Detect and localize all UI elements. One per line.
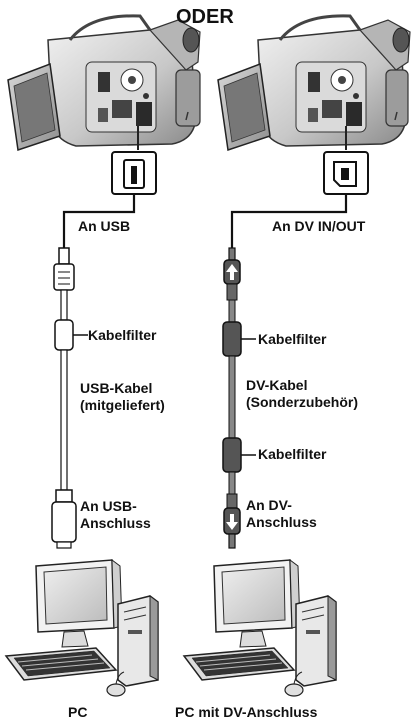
pc-right	[184, 560, 336, 696]
usb-connect-label: An USB	[78, 218, 130, 234]
camcorder-left	[8, 16, 200, 150]
dv-cable	[223, 248, 241, 548]
usb-filter-label: Kabelfilter	[88, 327, 156, 343]
pc-dv-label: PC mit DV-Anschluss	[175, 704, 317, 720]
usb-cable-note: (mitgeliefert)	[80, 397, 165, 413]
dv-filter-top-label: Kabelfilter	[258, 331, 326, 347]
dv-cable-label: DV-Kabel	[246, 377, 307, 393]
usb-port-label-2: Anschluss	[80, 515, 151, 531]
pc-label: PC	[68, 704, 87, 720]
camcorder-right	[218, 16, 410, 150]
usb-cable	[52, 248, 76, 548]
usb-cable-label: USB-Kabel	[80, 380, 152, 396]
dv-port-label-2: Anschluss	[246, 514, 317, 530]
usb-port-label: An USB-	[80, 498, 137, 514]
dv-port-label: An DV-	[246, 497, 292, 513]
title-oder: ODER	[176, 6, 234, 28]
pc-left	[6, 560, 158, 696]
usb-port-callout	[112, 152, 156, 194]
dv-cable-note: (Sonderzubehör)	[246, 394, 358, 410]
dv-connect-label: An DV IN/OUT	[272, 218, 365, 234]
dv-port-callout	[324, 152, 368, 194]
dv-filter-bottom-label: Kabelfilter	[258, 446, 326, 462]
